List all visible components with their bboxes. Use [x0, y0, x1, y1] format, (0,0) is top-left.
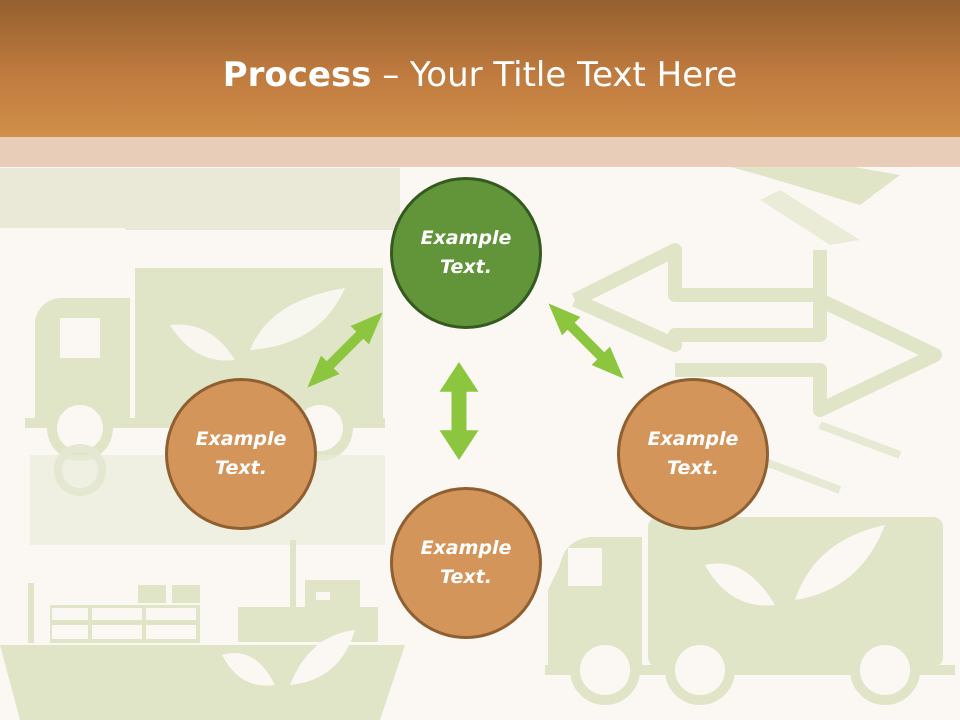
node-left-line1: Example — [195, 428, 287, 450]
process-node-center[interactable]: Example Text. — [390, 177, 542, 329]
node-right-line1: Example — [647, 428, 739, 450]
node-right-line2: Text. — [667, 457, 719, 479]
header-accent-band — [0, 137, 960, 167]
node-bottom-line2: Text. — [440, 566, 492, 588]
cargo-ship-containers — [52, 592, 330, 639]
process-node-left[interactable]: Example Text. — [165, 378, 317, 530]
node-center-line2: Text. — [440, 256, 492, 278]
left-truck-leaf-icon — [170, 288, 345, 361]
double-arrow-outline-icon — [571, 243, 942, 417]
node-bottom-line1: Example — [420, 537, 512, 559]
arrow-center-to-left — [307, 312, 383, 388]
ship-leaf-icon — [222, 630, 355, 686]
process-node-right[interactable]: Example Text. — [617, 378, 769, 530]
arrow-center-to-bottom — [439, 362, 479, 460]
process-node-bottom[interactable]: Example Text. — [390, 487, 542, 639]
node-left-line2: Text. — [215, 457, 267, 479]
slide-title[interactable]: Process – Your Title Text Here — [0, 50, 960, 100]
node-center-line1: Example — [420, 227, 512, 249]
slide-title-bold: Process — [222, 55, 372, 95]
title-header-bar — [0, 0, 960, 137]
top-truck-silhouette-icon — [0, 140, 405, 230]
arrow-center-to-right — [548, 303, 624, 379]
right-truck-leaf-icon — [705, 525, 885, 606]
slide-title-rest: – Your Title Text Here — [371, 55, 738, 95]
